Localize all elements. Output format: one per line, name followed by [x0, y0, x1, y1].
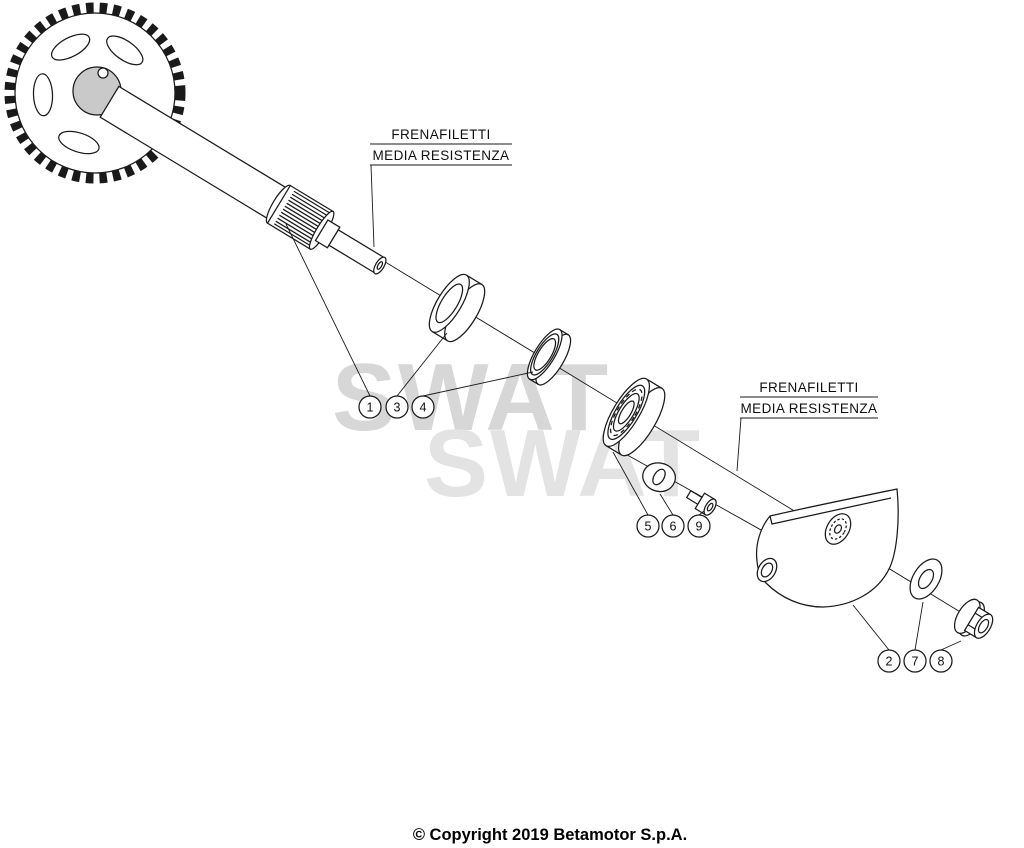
washer — [909, 558, 943, 600]
balloon-4[interactable]: 4 — [411, 395, 435, 419]
weight-boss-hole — [756, 557, 778, 583]
balloon-4-number: 4 — [420, 401, 427, 415]
callout-top-leader — [370, 164, 375, 248]
copyright-text: © Copyright 2019 Betamotor S.p.A. — [413, 826, 687, 844]
bearing-balls — [609, 388, 643, 437]
balloon-5-number: 5 — [645, 520, 652, 534]
callout-bottom-leader — [736, 417, 742, 472]
hub-pin-hole — [97, 67, 109, 79]
balloon-2-number: 2 — [886, 655, 893, 669]
cam-lobe — [642, 462, 676, 493]
balloon-1-number: 1 — [367, 401, 374, 415]
callout-threadlock-top: FRENAFILETTI MEDIA RESISTENZA — [370, 127, 512, 248]
flanged-nut — [953, 598, 994, 639]
balloon-1[interactable]: 1 — [358, 395, 382, 419]
balloon-8[interactable]: 8 — [929, 649, 953, 673]
ball-bearing — [602, 377, 666, 457]
balancer-shaft — [99, 85, 387, 275]
spline-teeth — [273, 190, 331, 247]
callout-top-line2: MEDIA RESISTENZA — [373, 148, 510, 163]
balloon-8-number: 8 — [938, 655, 945, 669]
balloon-2[interactable]: 2 — [877, 649, 901, 673]
callout-threadlock-bottom: FRENAFILETTI MEDIA RESISTENZA — [736, 380, 878, 472]
balance-weight — [755, 488, 899, 608]
balance-gear — [4, 2, 186, 184]
balloon-6-number: 6 — [670, 520, 677, 534]
weight-spline-hub — [824, 513, 852, 545]
balloon-3[interactable]: 3 — [385, 395, 409, 419]
balloon-5[interactable]: 5 — [636, 514, 660, 538]
balloon-6[interactable]: 6 — [661, 514, 685, 538]
seal-ring — [526, 328, 572, 386]
balloon-9-number: 9 — [696, 520, 703, 534]
balloon-7[interactable]: 7 — [903, 649, 927, 673]
countersunk-screw — [685, 489, 717, 516]
callout-top-line1: FRENAFILETTI — [391, 127, 490, 142]
spacer-bushing — [428, 273, 486, 343]
balloon-7-number: 7 — [912, 655, 919, 669]
balloon-9[interactable]: 9 — [687, 514, 711, 538]
balloon-3-number: 3 — [394, 401, 401, 415]
callout-bottom-line2: MEDIA RESISTENZA — [741, 401, 878, 416]
callout-bottom-line1: FRENAFILETTI — [759, 380, 858, 395]
balloon-leader-lines — [285, 223, 962, 651]
